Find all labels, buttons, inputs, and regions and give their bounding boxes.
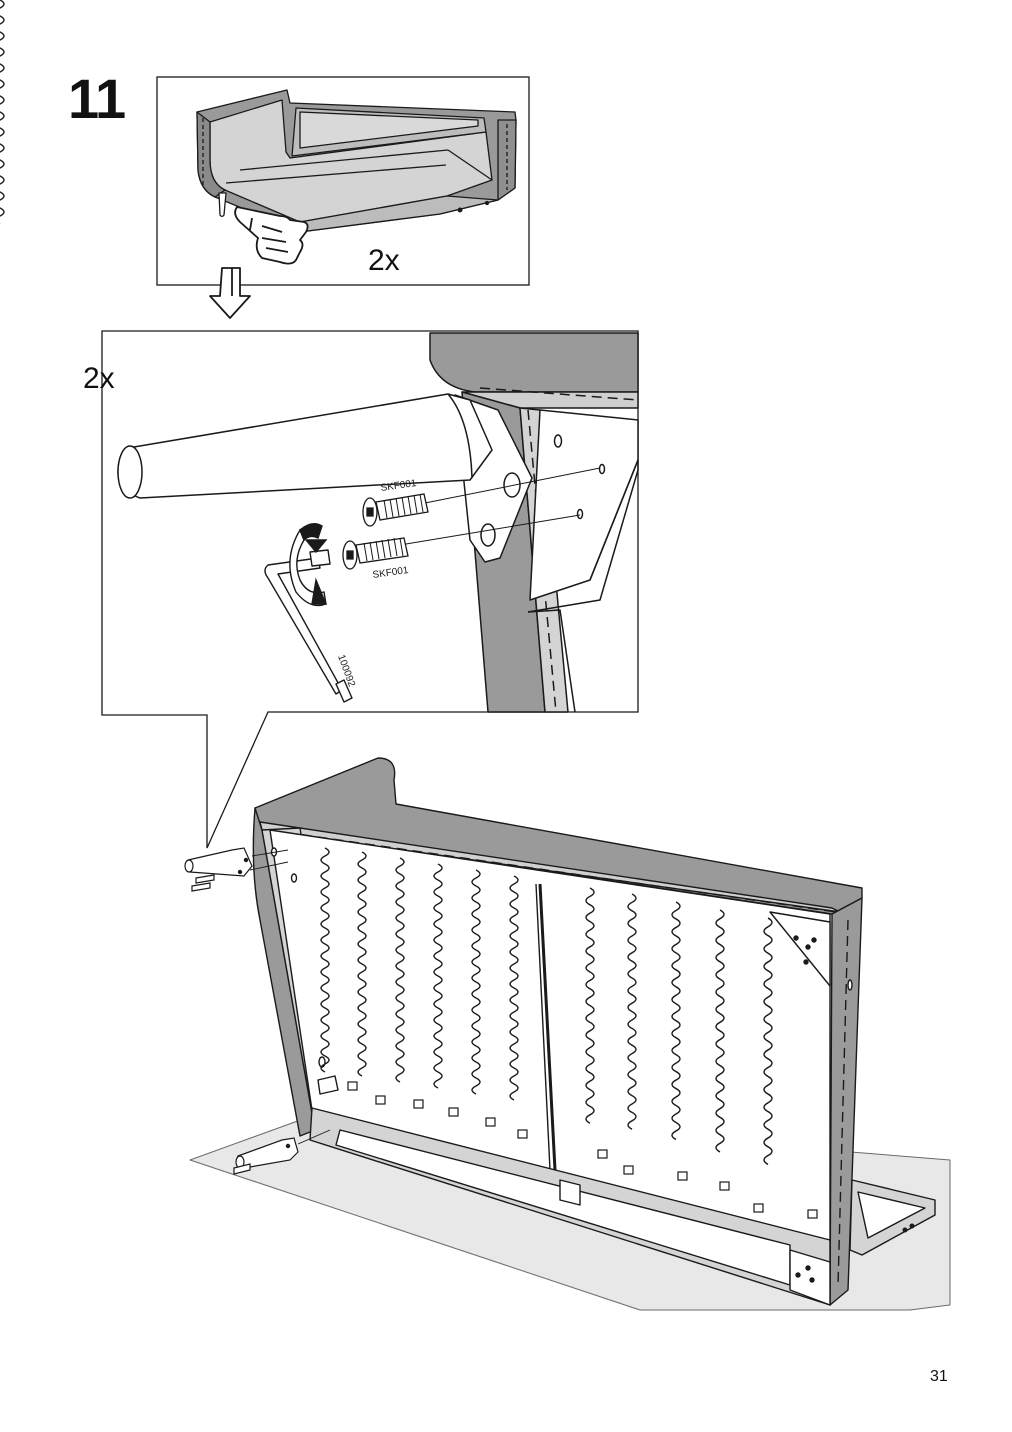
page-number: 31 — [930, 1368, 948, 1385]
screw-label-bottom: SKF001 — [372, 565, 410, 581]
screw-skf001-bottom — [342, 537, 409, 570]
detail-quantity-label: 2x — [83, 362, 115, 395]
step-number: 11 — [68, 67, 126, 130]
detail-panel: SKF001 SKF001 — [101, 330, 639, 849]
screw-skf001-top — [362, 493, 429, 527]
overview-quantity-label: 2x — [368, 244, 400, 277]
rotate-clockwise-icon — [289, 523, 328, 607]
leg-main-bottom — [233, 1129, 331, 1175]
leg-main-top — [184, 847, 289, 892]
pointing-hand-icon — [234, 206, 309, 265]
down-arrow-icon — [209, 267, 251, 319]
sofa-module-overview — [196, 89, 517, 233]
overview-panel — [156, 76, 530, 286]
zigzag-springs — [0, 0, 773, 1166]
sofa-leg-detail — [117, 393, 493, 499]
spring-clips — [347, 1081, 818, 1219]
screw-label-top: SKF001 — [380, 478, 418, 494]
sofa-frame-main — [189, 757, 951, 1311]
